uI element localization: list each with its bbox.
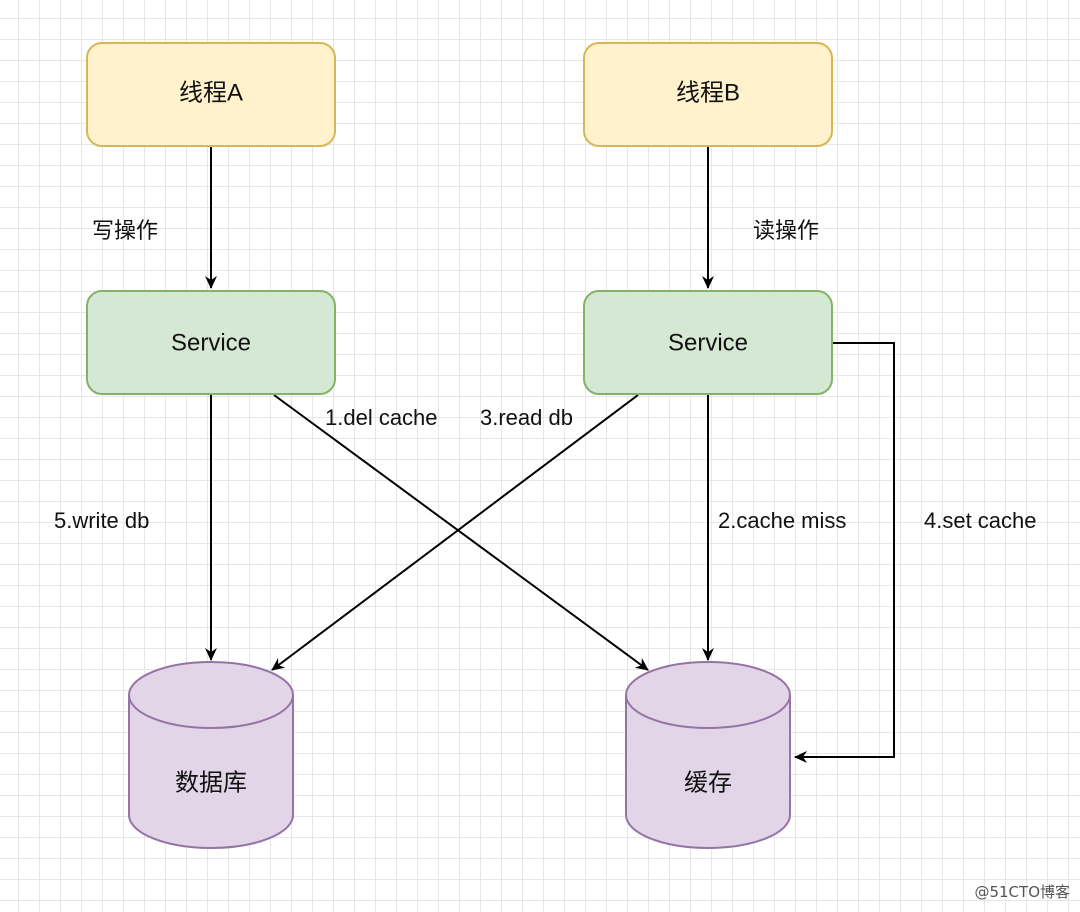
edge-service-b-to-database xyxy=(271,394,639,671)
thread-b-box xyxy=(583,42,833,147)
label-set-cache: 4.set cache xyxy=(924,508,1037,533)
node-thread-b: 线程B xyxy=(583,42,833,147)
node-cache: 缓存 xyxy=(625,661,791,849)
service-a-box xyxy=(86,290,336,395)
label-write-op: 写操作 xyxy=(92,218,158,243)
thread-a-label: 线程A xyxy=(179,79,243,106)
node-service-b: Service xyxy=(583,290,833,395)
thread-b-label: 线程B xyxy=(676,79,740,106)
node-service-a: Service xyxy=(86,290,336,395)
thread-a-box xyxy=(86,42,336,147)
label-cache-miss: 2.cache miss xyxy=(718,508,846,533)
node-thread-a: 线程A xyxy=(86,42,336,147)
watermark: @51CTO博客 xyxy=(974,883,1070,901)
label-read-db: 3.read db xyxy=(480,405,573,430)
label-del-cache: 1.del cache xyxy=(325,405,438,430)
label-read-op: 读操作 xyxy=(753,218,819,243)
service-a-label: Service xyxy=(171,329,251,356)
cache-label: 缓存 xyxy=(684,769,732,796)
edge-service-b-set-cache xyxy=(794,342,895,763)
database-cylinder-body xyxy=(128,695,294,849)
service-b-box xyxy=(583,290,833,395)
edges xyxy=(205,146,895,763)
label-write-db: 5.write db xyxy=(54,508,149,533)
service-b-label: Service xyxy=(668,329,748,356)
database-cylinder-top xyxy=(128,661,294,729)
cache-cylinder-top xyxy=(625,661,791,729)
node-database: 数据库 xyxy=(128,661,294,849)
edge-labels: 写操作 读操作 1.del cache 3.read db 5.write db… xyxy=(54,218,1037,533)
edge-service-a-to-cache xyxy=(273,394,649,671)
cache-cylinder-body xyxy=(625,695,791,849)
database-label: 数据库 xyxy=(175,769,247,796)
